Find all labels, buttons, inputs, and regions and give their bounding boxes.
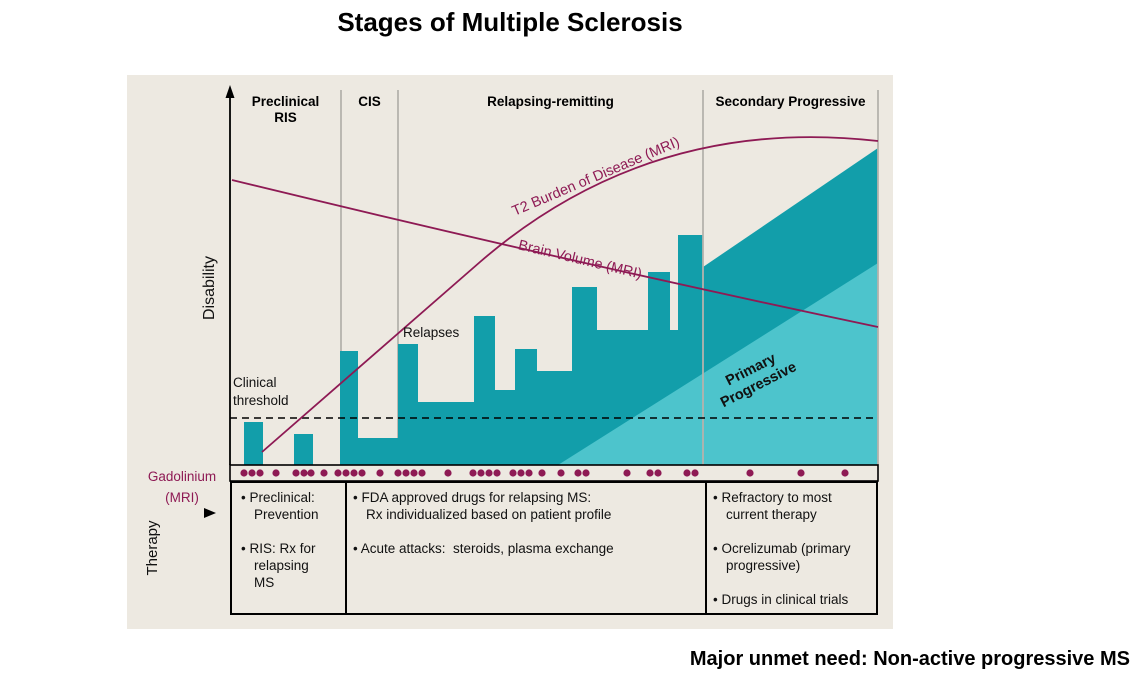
gadolinium-dot <box>272 469 280 477</box>
gadolinium-dot <box>477 469 485 477</box>
gadolinium-dot <box>307 469 315 477</box>
gadolinium-dot <box>646 469 654 477</box>
gadolinium-dot <box>394 469 402 477</box>
brain-volume-curve <box>231 179 879 328</box>
gadolinium-dot <box>485 469 493 477</box>
gadolinium-dot <box>525 469 533 477</box>
gadolinium-row-label: Gadolinium (MRI) <box>147 469 217 505</box>
therapy-table-divider <box>345 483 347 613</box>
gadolinium-dot <box>691 469 699 477</box>
gadolinium-dot <box>683 469 691 477</box>
footer-note: Major unmet need: Non-active progressive… <box>689 648 1130 670</box>
gadolinium-dot <box>582 469 590 477</box>
therapy-item: • Acute attacks: steroids, plasma exchan… <box>353 541 614 556</box>
diagram-panel: Preclinical RIS CIS Relapsing-remitting … <box>127 75 893 629</box>
gadolinium-dot <box>256 469 264 477</box>
therapy-item: • Preclinical: Prevention <box>241 490 319 522</box>
therapy-cell-relapsing: • FDA approved drugs for relapsing MS: R… <box>353 489 703 557</box>
gadolinium-dot <box>469 469 477 477</box>
gadolinium-dot <box>350 469 358 477</box>
gadolinium-dot <box>509 469 517 477</box>
clinical-threshold-label: Clinical threshold <box>233 375 289 408</box>
gadolinium-dot <box>358 469 366 477</box>
therapy-table: • Preclinical: Prevention • RIS: Rx for r… <box>230 481 878 615</box>
stage-header-secondary-progressive: Secondary Progressive <box>715 94 866 109</box>
gadolinium-dot <box>538 469 546 477</box>
gadolinium-dot <box>493 469 501 477</box>
gadolinium-dot <box>376 469 384 477</box>
disability-axis-label: Disability <box>201 256 218 321</box>
gadolinium-dot <box>654 469 662 477</box>
therapy-table-divider <box>705 483 707 613</box>
therapy-item: • Ocrelizumab (primary progressive) <box>713 541 851 573</box>
right-arrow-icon <box>204 508 216 518</box>
therapy-cell-progressive: • Refractory to most current therapy • Oc… <box>713 489 875 608</box>
gadolinium-dot <box>623 469 631 477</box>
gadolinium-dot <box>444 469 452 477</box>
therapy-item: • Refractory to most current therapy <box>713 490 832 522</box>
stage-header-preclinical-ris: Preclinical RIS <box>251 94 320 125</box>
up-arrow-icon <box>225 85 235 98</box>
relapses-label: Relapses <box>403 325 460 340</box>
gadolinium-dot <box>517 469 525 477</box>
therapy-cell-preclinical: • Preclinical: Prevention • RIS: Rx for r… <box>241 489 343 591</box>
therapy-axis-label: Therapy <box>144 520 161 576</box>
gadolinium-dot <box>557 469 565 477</box>
gadolinium-dot <box>240 469 248 477</box>
gadolinium-dot <box>574 469 582 477</box>
therapy-item: • RIS: Rx for relapsing MS <box>241 541 316 590</box>
gadolinium-dot <box>248 469 256 477</box>
stage-header-cis: CIS <box>358 94 381 109</box>
page-title: Stages of Multiple Sclerosis <box>337 7 683 37</box>
gadolinium-dot <box>320 469 328 477</box>
stage-chart-svg <box>204 85 879 518</box>
gadolinium-dot <box>334 469 342 477</box>
therapy-item: • FDA approved drugs for relapsing MS: R… <box>353 490 612 522</box>
relapse-bar <box>294 434 313 465</box>
t2-burden-curve <box>261 136 879 453</box>
relapse-bar <box>244 422 263 465</box>
stage-header-relapsing-remitting: Relapsing-remitting <box>487 94 614 109</box>
relapse-staircase-area <box>340 235 703 465</box>
therapy-item: • Drugs in clinical trials <box>713 592 849 607</box>
gadolinium-dot <box>410 469 418 477</box>
gadolinium-dot <box>292 469 300 477</box>
primary-progressive-area <box>558 263 878 465</box>
gadolinium-dot <box>746 469 754 477</box>
gadolinium-dot <box>797 469 805 477</box>
gadolinium-dot <box>841 469 849 477</box>
gadolinium-dot <box>418 469 426 477</box>
gadolinium-dot <box>342 469 350 477</box>
gadolinium-dot <box>300 469 308 477</box>
gadolinium-dot <box>402 469 410 477</box>
